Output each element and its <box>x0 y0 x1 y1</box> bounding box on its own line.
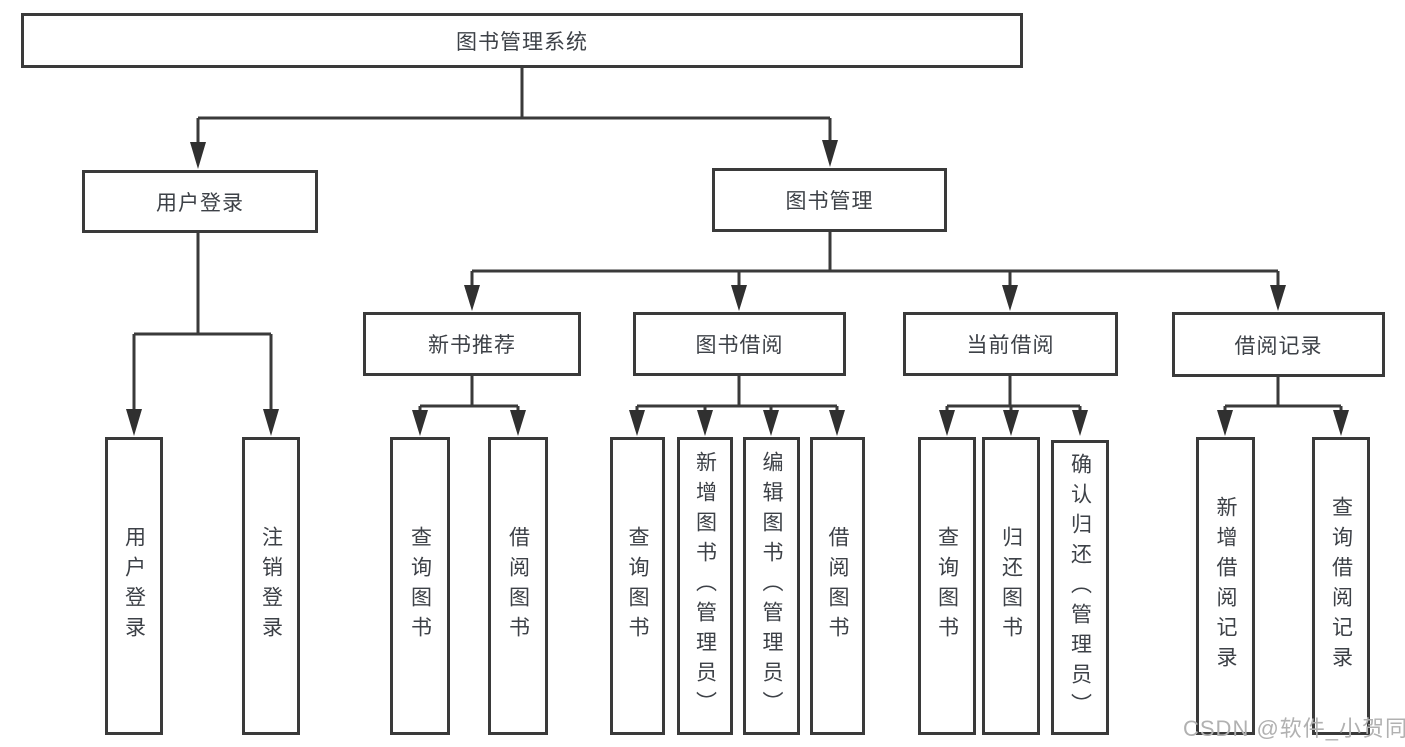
csdn-watermark: CSDN @软件_小贺同学 <box>1183 716 1405 741</box>
node-user-login: 用户登录 <box>82 170 318 233</box>
connector-new-book-branch <box>412 376 526 436</box>
leaf-edit-book-admin: 编辑图书（管理员） <box>743 437 800 735</box>
connector-borrowing-records-branch <box>1217 377 1349 436</box>
node-book-management: 图书管理 <box>712 168 947 232</box>
node-new-book-recommend: 新书推荐 <box>363 312 581 376</box>
leaf-add-book-admin: 新增图书（管理员） <box>677 437 733 735</box>
connector-user-login-branch <box>126 233 279 436</box>
connector-root-branch <box>190 66 838 169</box>
node-borrowing-records: 借阅记录 <box>1172 312 1385 377</box>
leaf-query-books-newbook: 查询图书 <box>390 437 450 735</box>
leaf-borrow-books-newbook: 借阅图书 <box>488 437 548 735</box>
connector-book-management-branch <box>464 232 1286 311</box>
connector-current-borrowing-branch <box>939 376 1088 436</box>
node-book-borrowing: 图书借阅 <box>633 312 846 376</box>
leaf-add-borrow-record: 新增借阅记录 <box>1196 437 1255 735</box>
node-root: 图书管理系统 <box>21 13 1023 68</box>
leaf-return-books: 归还图书 <box>982 437 1040 735</box>
leaf-query-books-current: 查询图书 <box>918 437 976 735</box>
leaf-query-books-borrow: 查询图书 <box>610 437 665 735</box>
node-current-borrowing: 当前借阅 <box>903 312 1118 376</box>
leaf-borrow-books-borrow: 借阅图书 <box>810 437 865 735</box>
leaf-user-login: 用户登录 <box>105 437 163 735</box>
connector-book-borrowing-branch <box>629 376 845 436</box>
leaf-confirm-return-admin: 确认归还（管理员） <box>1051 440 1109 735</box>
leaf-logout: 注销登录 <box>242 437 300 735</box>
leaf-query-borrow-record: 查询借阅记录 <box>1312 437 1370 735</box>
